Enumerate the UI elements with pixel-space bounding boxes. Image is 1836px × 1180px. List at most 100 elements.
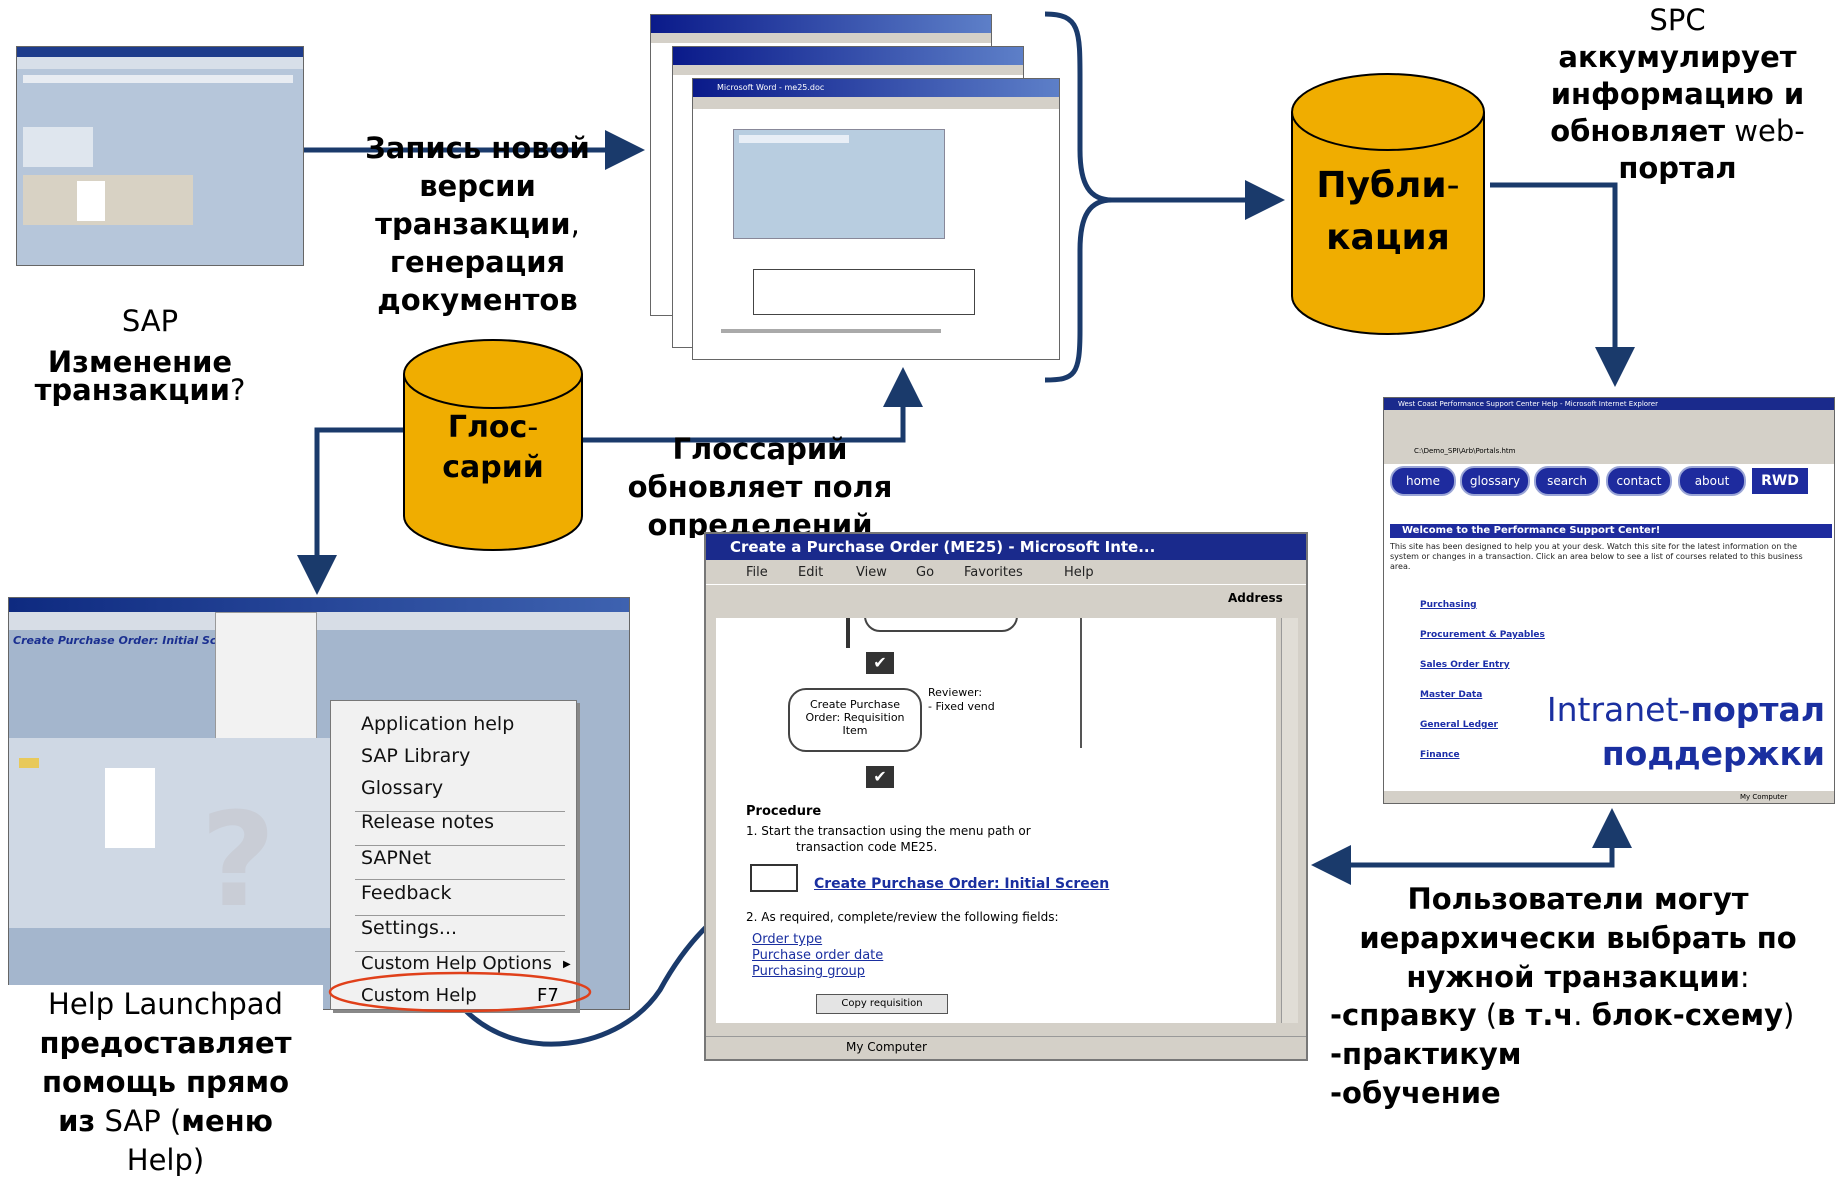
change-transaction-label: Изменение транзакции? — [20, 345, 260, 407]
word-doc-title: Microsoft Word - me25.doc — [717, 83, 825, 92]
arrow-portal — [1490, 182, 1635, 387]
portal-intro: This site has been designed to help you … — [1390, 542, 1803, 571]
spc-line2: аккумулирует — [1558, 40, 1797, 74]
launchpad-line5: Help) — [126, 1143, 205, 1177]
arrow-glossary-help — [297, 427, 410, 595]
publication-dash: - — [1446, 165, 1460, 206]
ie-status-text: My Computer — [846, 1040, 927, 1054]
ie-menu-help[interactable]: Help — [1064, 565, 1094, 580]
intranet-line1-plain: Intranet- — [1546, 690, 1691, 729]
launchpad-line1: Help Launchpad — [8, 985, 323, 1024]
menu-release-notes[interactable]: Release notes — [361, 811, 494, 833]
ie-help-window: Create a Purchase Order (ME25) - Microso… — [704, 532, 1308, 1061]
users-item2: -практикум — [1330, 1037, 1522, 1071]
portal-nav-search[interactable]: search — [1534, 466, 1600, 496]
spc-line4-bold: обновляет — [1550, 114, 1726, 148]
ie-menu-view[interactable]: View — [856, 565, 887, 580]
ie-procedure-title: Procedure — [746, 804, 822, 819]
change-transaction-bold: Изменение транзакции — [34, 345, 233, 407]
ie-field-order-type[interactable]: Order type — [752, 932, 823, 947]
intranet-line2: поддержки — [1601, 734, 1825, 773]
ie-link-title[interactable]: Create Purchase Order: Initial Screen — [814, 876, 1110, 892]
ie-menu-file[interactable]: File — [746, 565, 768, 580]
glossary-db-line1-bold: Глос — [447, 410, 528, 445]
users-item1-p2: . — [1573, 998, 1592, 1032]
portal-nav-glossary[interactable]: glossary — [1460, 466, 1530, 496]
intranet-line1: Intranet-портал — [1500, 688, 1825, 732]
ie-field-purch-group[interactable]: Purchasing group — [752, 964, 866, 979]
ie-content: ✔ ✔ Create Purchase Order: Requisition I… — [716, 618, 1276, 1023]
record-line1: Запись новой — [365, 131, 590, 165]
portal-address: C:\Demo_SPI\Arb\Portals.htm — [1384, 444, 1834, 458]
launchpad-line4-plain: SAP ( — [95, 1104, 182, 1138]
check-icon-1: ✔ — [866, 766, 894, 788]
record-line3-bold: транзакции — [375, 207, 571, 241]
portal-link-finance[interactable]: Finance — [1420, 750, 1460, 760]
launchpad-line4: из SAP (меню — [8, 1102, 323, 1141]
users-item1-b2: в т.ч — [1497, 998, 1574, 1032]
launchpad-text: Help Launchpad предоставляет помощь прям… — [8, 985, 323, 1180]
menu-glossary[interactable]: Glossary — [361, 777, 444, 799]
sap-label: SAP — [121, 304, 179, 338]
ie-statusbar: My Computer — [706, 1036, 1306, 1059]
ie-copy-button[interactable]: Copy requisition — [816, 994, 948, 1014]
portal-link-procurement[interactable]: Procurement & Payables — [1420, 630, 1545, 640]
submenu-arrow-icon: ▶ — [563, 959, 571, 970]
publication-line1: Публи- — [1288, 160, 1488, 212]
portal-link-general-ledger[interactable]: General Ledger — [1420, 720, 1498, 730]
ie-scrollbar[interactable] — [1281, 618, 1298, 1023]
portal-link-sales[interactable]: Sales Order Entry — [1420, 660, 1510, 670]
menu-custom-help-options[interactable]: Custom Help Options — [361, 953, 552, 974]
portal-nav-home[interactable]: home — [1390, 466, 1456, 496]
record-line4: генерация — [389, 245, 566, 279]
ie-menu-edit[interactable]: Edit — [798, 565, 824, 580]
users-item3: -обучение — [1330, 1076, 1501, 1110]
menu-sap-library[interactable]: SAP Library — [361, 745, 471, 767]
portal-nav-contact[interactable]: contact — [1606, 466, 1672, 496]
curly-brace — [1044, 11, 1113, 383]
ie-step1b: transaction code ME25. — [796, 840, 938, 854]
ie-step2: 2. As required, complete/review the foll… — [746, 910, 1059, 924]
help-menu: Application help SAP Library Glossary Re… — [330, 700, 577, 1010]
word-doc-3: Microsoft Word - me25.doc — [692, 78, 1060, 360]
glossary-db-line1: Глос- — [400, 408, 586, 448]
menu-application-help[interactable]: Application help — [361, 713, 515, 735]
glossary-update-line2: обновляет поля — [627, 470, 893, 504]
sap-change-screenshot — [16, 46, 304, 266]
ie-reviewer-item: - Fixed vend — [928, 700, 995, 713]
publication-db — [1291, 73, 1485, 335]
portal-nav-about[interactable]: about — [1678, 466, 1746, 496]
publication-label: Публи- кация — [1288, 160, 1488, 264]
portal-link-purchasing[interactable]: Purchasing — [1420, 600, 1477, 610]
launchpad-line3: помощь прямо — [41, 1065, 290, 1099]
record-line2: версии — [419, 169, 536, 203]
users-item1-b3: блок-схему — [1591, 998, 1784, 1032]
ie-menu-go[interactable]: Go — [916, 565, 935, 580]
users-line1: Пользователи могут — [1407, 882, 1749, 916]
ie-flow-box: Create Purchase Order: Requisition Item — [788, 688, 922, 752]
ie-step1: 1. Start the transaction using the menu … — [746, 824, 1031, 838]
glossary-db — [403, 339, 583, 551]
portal-status-text: My Computer — [1740, 793, 1788, 801]
spc-text: SPC аккумулирует информацию и обновляет … — [1520, 2, 1835, 187]
portal-link-master-data[interactable]: Master Data — [1420, 690, 1483, 700]
menu-settings[interactable]: Settings... — [361, 917, 458, 939]
users-line3: нужной транзакции: — [1338, 958, 1818, 997]
portal-statusbar: My Computer — [1384, 791, 1834, 803]
menu-feedback[interactable]: Feedback — [361, 882, 452, 904]
ie-title: Create a Purchase Order (ME25) - Microso… — [706, 534, 1306, 560]
ie-field-po-date[interactable]: Purchase order date — [752, 948, 884, 963]
menu-sapnet[interactable]: SAPNet — [361, 847, 432, 869]
launchpad-line2: предоставляет — [39, 1026, 292, 1060]
users-line2: иерархически выбрать по — [1359, 921, 1797, 955]
record-line3: транзакции, — [355, 205, 600, 243]
record-line3-rest: , — [570, 207, 580, 241]
intranet-line1-bold: портал — [1690, 690, 1825, 729]
menu-custom-help[interactable]: Custom Help — [361, 985, 477, 1006]
spc-line4: обновляет web- — [1520, 113, 1835, 150]
ie-reviewer: Reviewer: — [928, 686, 983, 699]
users-item1-b1: -справку — [1330, 998, 1477, 1032]
ie-menu-favorites[interactable]: Favorites — [964, 565, 1023, 580]
ie-menubar: File Edit View Go Favorites Help — [706, 560, 1306, 582]
publication-line1-bold: Публи — [1316, 165, 1447, 206]
